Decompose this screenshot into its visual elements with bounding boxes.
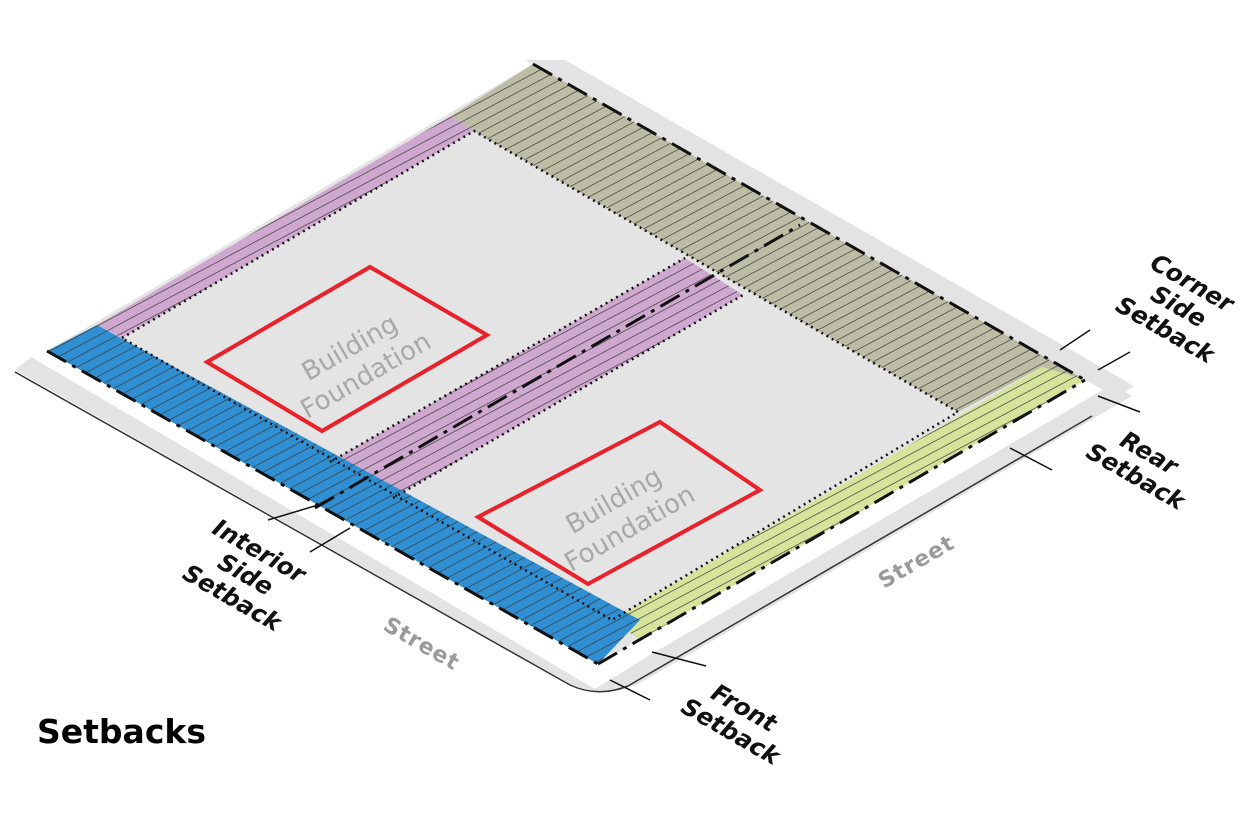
building-foundation-2 <box>473 419 764 587</box>
street-right-edge <box>627 415 1093 687</box>
diagram-title: Setbacks <box>37 712 206 751</box>
street-top <box>525 60 1134 397</box>
building-foundation-1 <box>203 264 491 434</box>
property-lines <box>46 62 1086 666</box>
street-label-right: Street <box>874 531 959 594</box>
street-left-edge <box>14 371 629 693</box>
street-label-left: Street <box>379 613 464 676</box>
street-left <box>15 357 1132 692</box>
interior-side-setback-left-hatch <box>97 116 474 338</box>
front-setback-hatch <box>47 325 640 664</box>
rear-setback-hatch <box>612 367 1085 640</box>
rear-setback-label: Rear Setback <box>1081 426 1191 517</box>
interior-side-setback-label: Interior Side Setback <box>178 513 312 638</box>
setback-dotted-lines <box>121 129 961 622</box>
corner-side-setback-hatch <box>451 64 1085 412</box>
corner-side-setback-label: Corner Side Setback <box>1111 248 1240 370</box>
front-setback-label: Front Setback <box>676 678 786 771</box>
dimension-markers <box>267 329 1141 701</box>
